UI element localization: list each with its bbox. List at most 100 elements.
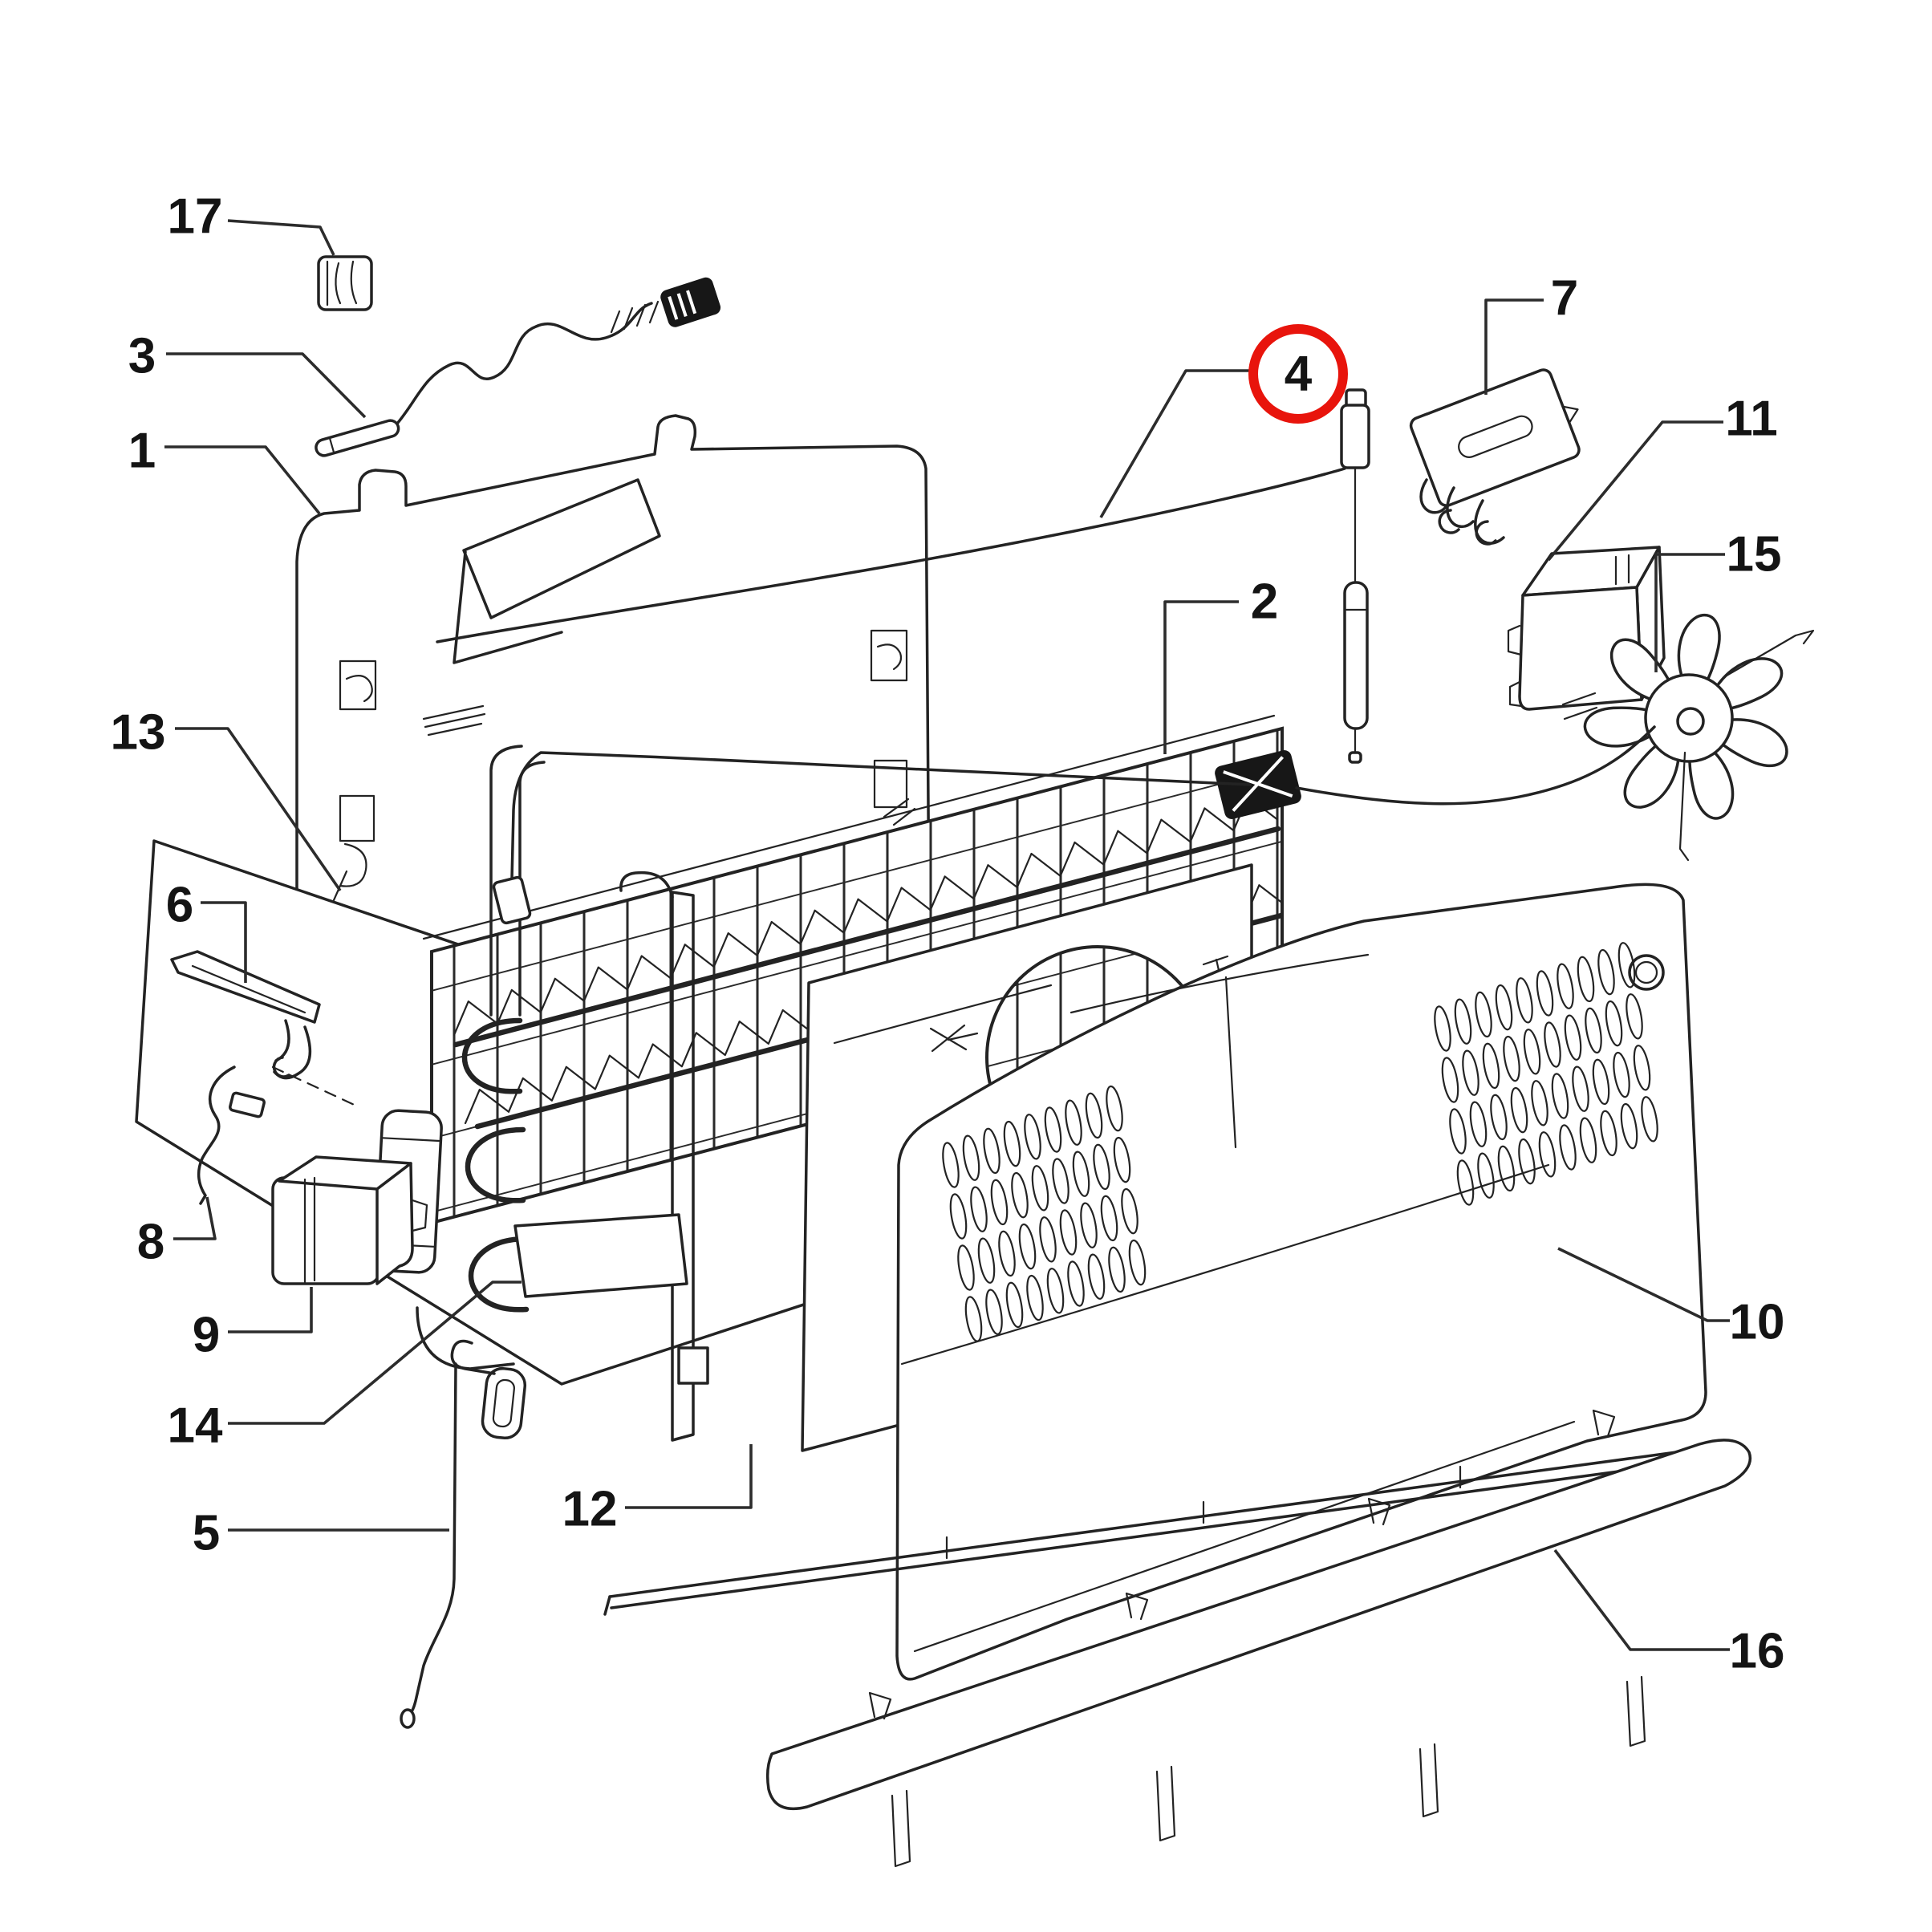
vent-slot	[1113, 1136, 1131, 1183]
vent-slot	[970, 1186, 988, 1232]
vent-slot	[1564, 1014, 1582, 1061]
vent-slot	[1592, 1058, 1610, 1106]
bracket-hooks	[1419, 478, 1505, 546]
part-label-10: 10	[1730, 1295, 1785, 1350]
vent-slot	[977, 1237, 996, 1284]
leader-line-11	[1547, 420, 1723, 562]
leader-line-13	[175, 727, 342, 892]
vent-slot	[1462, 1049, 1479, 1096]
sensor-cable	[396, 302, 653, 425]
capillary-tube	[510, 751, 1252, 881]
vent-slot	[1052, 1158, 1070, 1204]
vent-slot	[1497, 1145, 1516, 1192]
vent-slot	[1600, 1110, 1617, 1157]
vent-slot	[1469, 1101, 1488, 1147]
plate-flap-opening	[453, 478, 661, 664]
vent-slot	[1633, 1045, 1651, 1091]
vent-slot	[1106, 1085, 1123, 1132]
vent-slot	[1031, 1165, 1049, 1212]
alignment-dash-line	[271, 1065, 361, 1109]
terminal-cover-box	[271, 1155, 428, 1285]
mounting-bracket	[1409, 368, 1581, 546]
vent-slot	[1011, 1171, 1029, 1219]
vent-slot	[1441, 1057, 1459, 1103]
leader-line-7	[1484, 298, 1544, 395]
vent-slot	[1495, 984, 1513, 1031]
vent-slot	[1518, 1138, 1536, 1185]
heater-cable-long	[436, 467, 1346, 643]
vent-slot	[949, 1193, 968, 1240]
vent-slot	[985, 1289, 1003, 1335]
evaporator-top-rail	[422, 714, 1276, 940]
part-label-9: 9	[193, 1308, 220, 1363]
vent-slot	[1454, 998, 1472, 1045]
highlight-circle-part-4	[1248, 324, 1348, 424]
vent-slot	[957, 1244, 975, 1291]
vent-slot	[1516, 977, 1533, 1024]
part-label-17: 17	[168, 189, 223, 245]
part-label-14: 14	[168, 1398, 223, 1454]
vent-slot	[1475, 991, 1492, 1038]
leader-line-6	[201, 901, 247, 983]
bottom-edge-strip	[603, 1444, 1727, 1616]
leader-line-14	[228, 1281, 522, 1425]
vent-slot	[1577, 956, 1595, 1003]
vent-slot	[1059, 1209, 1078, 1256]
part-label-16: 16	[1730, 1624, 1785, 1679]
panel-crease-lines	[900, 953, 1576, 1653]
cables	[436, 467, 1656, 925]
leader-line-2	[1163, 600, 1239, 754]
capillary-connector	[492, 875, 532, 925]
vent-slot	[1018, 1223, 1037, 1270]
grille-latch-left	[929, 1024, 979, 1053]
vent-slot	[1482, 1042, 1500, 1090]
evaporator-fan	[1561, 611, 1815, 862]
vent-slot	[1046, 1268, 1065, 1314]
temperature-sensor	[315, 255, 721, 457]
vent-slot	[1005, 1281, 1024, 1329]
vent-slots-right	[1434, 942, 1658, 1206]
part-label-5: 5	[193, 1506, 220, 1561]
leader-line-17	[227, 219, 335, 256]
vent-slot	[1559, 1124, 1577, 1171]
vent-slot	[1087, 1253, 1106, 1300]
vent-slot	[1490, 1094, 1508, 1141]
vent-slot	[1605, 1000, 1623, 1047]
part-label-4: 4	[1285, 347, 1313, 402]
vent-slot	[1585, 1007, 1602, 1054]
trim-tabs	[868, 1409, 1646, 1868]
part-label-2: 2	[1251, 574, 1278, 630]
leader-line-4	[1099, 369, 1253, 518]
leader-line-15	[1654, 553, 1725, 672]
vent-slot	[1620, 1102, 1638, 1150]
vent-slot	[1121, 1187, 1138, 1235]
sensor-probe-body	[315, 419, 400, 457]
leader-line-1	[164, 445, 321, 515]
vent-slot	[1523, 1029, 1541, 1075]
leader-line-9	[228, 1287, 313, 1333]
vent-slot	[1510, 1086, 1528, 1134]
vent-slot	[1108, 1246, 1126, 1293]
vent-slot	[1093, 1143, 1110, 1191]
vent-slot	[1557, 963, 1574, 1009]
vent-slot	[1572, 1065, 1589, 1112]
vent-slot	[1080, 1202, 1098, 1248]
bottom-trim	[765, 1409, 1752, 1868]
vent-slot	[1003, 1120, 1021, 1167]
vent-slot	[1072, 1151, 1090, 1197]
vent-slot	[1065, 1099, 1082, 1146]
part-label-1: 1	[128, 424, 156, 479]
vent-slot	[962, 1134, 980, 1181]
vent-slot	[1536, 970, 1554, 1017]
vent-slot	[1613, 1051, 1630, 1098]
vent-slot	[1531, 1080, 1548, 1126]
cable-strain-relief	[610, 300, 660, 334]
fan-supply-cable	[1295, 725, 1656, 806]
vent-slot	[1024, 1114, 1041, 1160]
vent-slot	[1538, 1131, 1557, 1178]
vent-slot	[1100, 1195, 1118, 1242]
foam-spacer	[513, 1213, 688, 1298]
